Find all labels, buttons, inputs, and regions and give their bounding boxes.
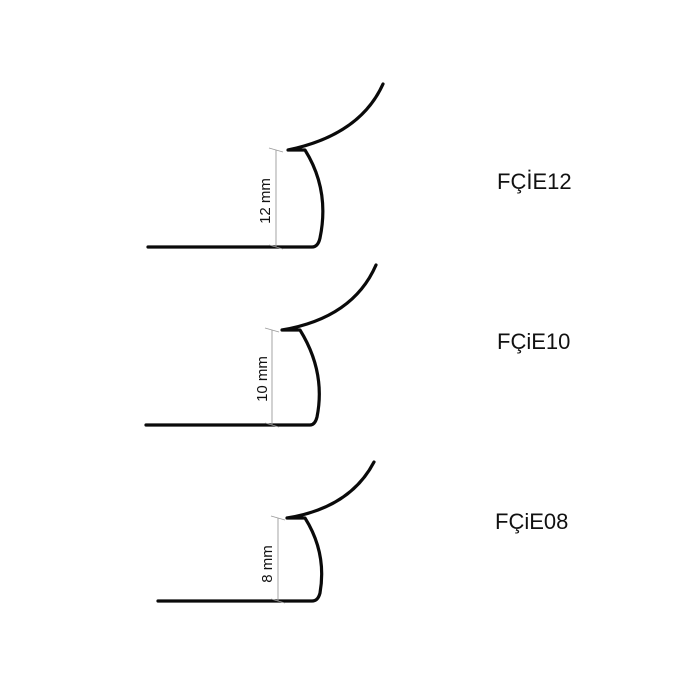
- dimension-tick-top: [264, 327, 280, 333]
- dimension-label: 12 mm: [257, 178, 274, 224]
- profile-fcie12: 12 mm FÇİE12: [146, 82, 572, 250]
- dimension-tick-bottom: [268, 244, 284, 250]
- dimension-tick-top: [270, 515, 286, 521]
- dimension-tick-bottom: [270, 598, 286, 604]
- profile-outline: [144, 263, 378, 427]
- profile-outline: [156, 460, 376, 603]
- dimension-label: 10 mm: [254, 356, 271, 402]
- profile-fcie10: 10 mm FÇiE10: [144, 263, 570, 428]
- profile-code-label: FÇiE10: [497, 329, 570, 354]
- profile-code-label: FÇİE12: [497, 169, 572, 194]
- profile-fcie08: 8 mm FÇiE08: [156, 460, 568, 604]
- profile-code-label: FÇiE08: [495, 509, 568, 534]
- dimension-tick-bottom: [264, 422, 280, 428]
- dimension-tick-top: [268, 147, 284, 153]
- dimension-label: 8 mm: [259, 545, 276, 583]
- profile-outline: [146, 82, 385, 249]
